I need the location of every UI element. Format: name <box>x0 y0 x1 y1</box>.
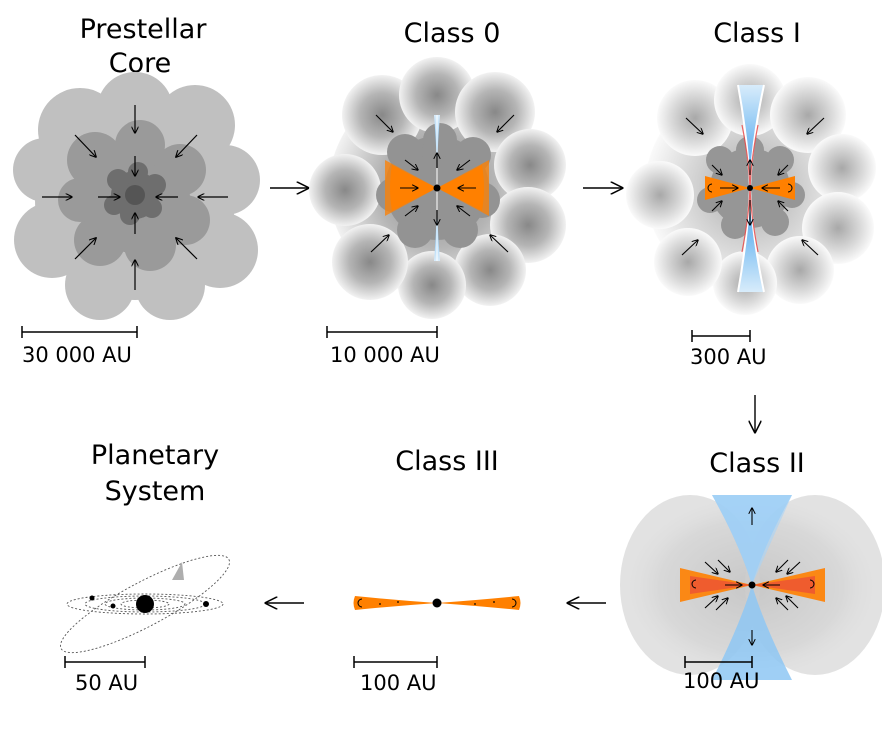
scale-bar <box>21 326 138 338</box>
scale-label: 10 000 AU <box>330 343 440 367</box>
scale-bar <box>326 326 438 338</box>
stage-title-line: Class 0 <box>404 18 501 49</box>
stage-title-line: Prestellar <box>80 14 208 45</box>
stage-title-line: Class II <box>709 448 805 479</box>
protostar <box>433 184 441 192</box>
infall-arrows <box>370 114 515 253</box>
planetesimals <box>379 601 495 605</box>
infall-arrows <box>681 117 825 256</box>
scale-bar <box>691 330 751 342</box>
stage-class1: Class I <box>626 18 876 369</box>
disk-rotation <box>691 579 815 589</box>
scale-bar <box>684 656 753 668</box>
sun <box>136 595 154 613</box>
scale-label: 100 AU <box>360 671 437 695</box>
scale-bar <box>353 656 438 668</box>
stage-title-line: Class I <box>713 18 801 49</box>
accretion-arrows <box>704 508 801 645</box>
scale-label: 300 AU <box>690 345 767 369</box>
planet <box>110 603 116 609</box>
protostar <box>748 581 756 589</box>
stage-class2: Class II <box>620 448 882 693</box>
core <box>125 185 145 205</box>
scale-label: 50 AU <box>75 671 138 695</box>
stage-class0: Class 0 <box>309 18 566 367</box>
infall-arrows <box>42 105 228 290</box>
comet-tail <box>172 562 184 580</box>
stage-title-line: Planetary <box>91 440 219 471</box>
scale-label: 30 000 AU <box>22 343 132 367</box>
protostar <box>747 185 753 191</box>
disk <box>353 596 521 610</box>
star <box>432 598 442 608</box>
scale-bar <box>64 656 146 668</box>
disk-rotation <box>357 598 517 608</box>
planet <box>89 595 95 601</box>
scale-label: 100 AU <box>683 669 760 693</box>
stage-prestellar: Prestellar Core <box>13 14 260 367</box>
stage-planetary: Planetary System 50 AU <box>60 440 230 695</box>
stage-title-line: System <box>105 476 206 507</box>
stage-class3: Class III 100 AU <box>353 446 521 695</box>
stage-title-line: Class III <box>395 446 499 477</box>
disk <box>680 568 825 602</box>
planet <box>203 601 209 607</box>
disk-rotation <box>707 183 793 193</box>
